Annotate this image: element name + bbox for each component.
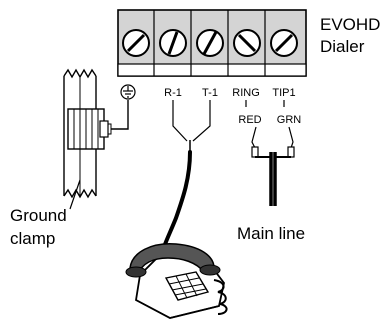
terminal-label-r1: R-1 [164, 87, 182, 99]
screw-terminal-icon [159, 29, 187, 57]
ground-clamp-leader [69, 179, 81, 210]
ground-clamp-label-line2: clamp [10, 229, 55, 248]
tip-wire-color-label: GRN [277, 114, 302, 126]
terminal-label-t1: T-1 [202, 87, 218, 99]
ground-clamp-label-line1: Ground [10, 206, 67, 225]
line-wires [245, 100, 295, 206]
screw-terminal-icon [122, 29, 150, 57]
screw-terminal-icon [196, 29, 224, 57]
screw-terminal-icon [233, 29, 261, 57]
device-name-line2: Dialer [320, 37, 365, 56]
ring-wire-color-label: RED [238, 114, 261, 126]
ground-symbol-icon [120, 84, 136, 100]
telephone-icon [125, 243, 228, 319]
screw-terminal-icon [270, 29, 298, 57]
terminal-label-ring: RING [232, 87, 260, 99]
main-line-label: Main line [237, 224, 305, 243]
phone-cord-wires [160, 100, 211, 260]
ground-clamp [63, 68, 109, 199]
terminal-label-tip1: TIP1 [272, 87, 295, 99]
device-name-line1: EVOHD [320, 15, 380, 34]
